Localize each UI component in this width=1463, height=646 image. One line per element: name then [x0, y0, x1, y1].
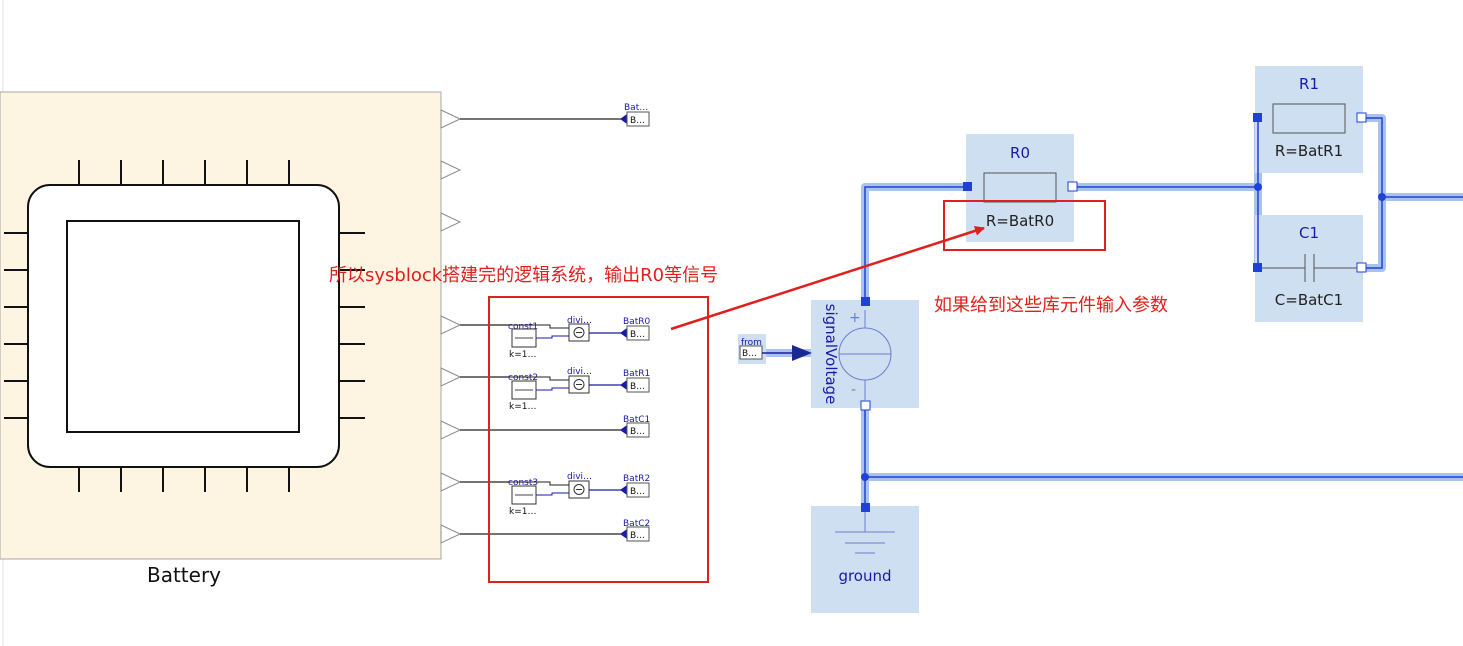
ground-icon	[835, 512, 895, 554]
battery-output-port[interactable]	[440, 212, 462, 232]
signal-block-highlight	[488, 296, 709, 583]
bus-arrow-icon	[620, 380, 627, 390]
signal-voltage-port-p[interactable]	[861, 297, 870, 306]
signal-row-c1[interactable]: BatC1 B…	[620, 415, 650, 438]
r1-port-p[interactable]	[1253, 113, 1262, 122]
const-block-param: k=1…	[509, 402, 536, 412]
from-input-tag[interactable]: from B…	[739, 338, 812, 361]
divide-icon	[573, 327, 585, 338]
battery-output-port[interactable]	[440, 524, 462, 544]
bus-output-box[interactable]	[626, 377, 650, 393]
battery-output-port[interactable]	[440, 109, 462, 129]
capacitor-icon	[1262, 254, 1357, 282]
signal-row-r0[interactable]: const1 k=1… divi… BatR0 B…	[508, 316, 650, 360]
bus-arrow-icon	[620, 425, 627, 435]
battery-label: Battery	[147, 563, 221, 587]
battery-output-port[interactable]	[440, 315, 462, 335]
annotation-right-note: 如果给到这些库元件输入参数	[934, 295, 1168, 316]
bus-output-top[interactable]: Bat… B…	[620, 103, 650, 127]
red-arrow	[670, 226, 985, 331]
bus-output-value: B…	[630, 382, 645, 392]
bus-output-box[interactable]	[626, 482, 650, 498]
battery-output-port[interactable]	[440, 367, 462, 387]
bus-arrow-icon	[620, 114, 627, 124]
r1-param: R=BatR1	[1275, 142, 1343, 160]
bus-output-tag: BatR2	[623, 474, 650, 484]
r1-name: R1	[1299, 75, 1319, 93]
signal-row-r2[interactable]: const3 k=1… divi… BatR2 B…	[508, 472, 650, 517]
c1-port-n[interactable]	[1356, 262, 1367, 273]
circuit-wires	[864, 117, 1463, 508]
bus-output-tag: Bat…	[624, 103, 648, 113]
bus-arrow-icon	[620, 328, 627, 338]
const-block-name: const3	[508, 478, 538, 488]
bus-output-value: B…	[630, 330, 645, 340]
resistor-icon	[1272, 103, 1346, 134]
r0-param-highlight	[943, 200, 1106, 251]
signal-arrow-icon	[792, 345, 812, 361]
r0-name: R0	[1010, 144, 1030, 162]
signal-row-c2[interactable]: BatC2 B…	[620, 519, 650, 542]
c1-capacitor[interactable]: C1 C=BatC1	[1253, 224, 1367, 309]
from-tag-title: from	[741, 338, 762, 348]
divide-icon	[573, 484, 585, 495]
r0-param: R=BatR0	[986, 212, 1054, 230]
r0-port-n[interactable]	[963, 182, 972, 191]
r1-resistor[interactable]: R1 R=BatR1	[1253, 75, 1367, 160]
ground-port[interactable]	[861, 503, 870, 512]
const-block-param: k=1…	[509, 350, 536, 360]
minus-sign: -	[851, 382, 856, 398]
bus-arrow-icon	[620, 485, 627, 495]
c1-port-p[interactable]	[1253, 263, 1262, 272]
bus-output-tag: BatC1	[623, 415, 650, 425]
battery-chip-icon	[4, 160, 365, 492]
bus-output-tag: BatC2	[623, 519, 650, 529]
battery-output-port[interactable]	[440, 160, 462, 180]
battery-output-port[interactable]	[440, 420, 462, 440]
signal-voltage-name: signalVoltage	[822, 304, 840, 405]
from-tag-value: B…	[742, 349, 757, 359]
bus-output-value: B…	[630, 531, 645, 541]
bus-output-box[interactable]	[626, 325, 650, 341]
divide-block-name: divi…	[567, 472, 592, 482]
bus-output-tag: BatR0	[623, 317, 650, 327]
bus-output-box[interactable]	[626, 526, 650, 542]
signal-row-r1[interactable]: const2 k=1… divi… BatR1 B…	[508, 367, 650, 412]
battery-signal-wires	[460, 118, 627, 535]
ground-name: ground	[838, 567, 891, 585]
annotation-left-note: 所以sysblock搭建完的逻辑系统，输出R0等信号	[329, 265, 718, 286]
c1-param: C=BatC1	[1275, 291, 1343, 309]
divide-block-name: divi…	[567, 316, 592, 326]
r1-port-n[interactable]	[1356, 112, 1367, 123]
const-block-param: k=1…	[509, 507, 536, 517]
battery-block[interactable]: Battery	[0, 91, 462, 587]
signal-voltage-source[interactable]: signalVoltage + -	[822, 297, 892, 411]
const-block-name: const1	[508, 322, 538, 332]
divide-block-name: divi…	[567, 367, 592, 377]
bus-output-tag: BatR1	[623, 369, 650, 379]
bus-arrow-icon	[620, 529, 627, 539]
bus-output-value: B…	[630, 427, 645, 437]
divide-icon	[573, 379, 585, 390]
bus-output-value: B…	[630, 116, 645, 126]
bus-output-value: B…	[630, 487, 645, 497]
r0-port-p[interactable]	[1067, 181, 1078, 192]
c1-name: C1	[1299, 224, 1319, 242]
plus-sign: +	[849, 310, 861, 326]
wire-junctions	[861, 183, 1386, 481]
ground-element[interactable]: ground	[835, 503, 895, 585]
const-block-name: const2	[508, 373, 538, 383]
bus-output-box[interactable]	[626, 422, 650, 438]
battery-output-port[interactable]	[440, 472, 462, 492]
bus-output-box[interactable]	[626, 111, 650, 127]
signal-voltage-port-n[interactable]	[860, 400, 871, 411]
